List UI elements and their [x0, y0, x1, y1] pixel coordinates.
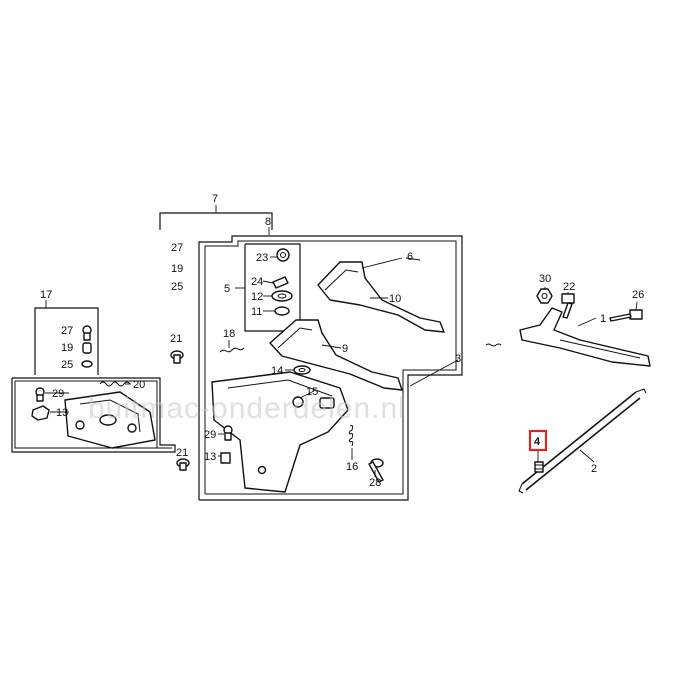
callout-21-center: 21: [176, 447, 188, 459]
spring-16: [348, 425, 354, 447]
spring-clip-19-left: [82, 342, 92, 354]
callout-26: 26: [632, 289, 644, 301]
pin-24: [272, 276, 289, 289]
callout-8: 8: [265, 216, 271, 228]
frame-assembly-17: [11, 377, 176, 453]
callout-1: 1: [600, 313, 606, 325]
washer-14: [293, 365, 311, 375]
callout-12: 12: [251, 291, 263, 303]
callout-7: 7: [212, 193, 218, 205]
lever-6: [317, 261, 445, 333]
clip-13-left: [31, 405, 50, 421]
callout-15: 15: [306, 386, 318, 398]
base-plate-17: [64, 391, 156, 449]
callout-16: 16: [346, 461, 358, 473]
screw-29-center: [223, 425, 233, 441]
callout-25-left: 25: [61, 359, 73, 371]
callout-labels: 7 8 27 19 25 23 24 12 11 5 6 10 9 14 15 …: [40, 193, 644, 489]
callout-25-top: 25: [171, 281, 183, 293]
clip-13-center: [220, 452, 231, 464]
callout-29-left: 29: [52, 388, 64, 400]
highlighted-callout-4: 4: [528, 429, 548, 452]
frame-assembly-8: [198, 235, 463, 501]
bracket-17: [34, 300, 99, 375]
callout-3: 3: [455, 353, 461, 365]
callout-27-top: 27: [171, 242, 183, 254]
washer-12: [271, 290, 293, 302]
bolt-26: [609, 309, 643, 322]
callout-6: 6: [407, 251, 413, 263]
callout-5: 5: [224, 283, 230, 295]
callout-4: 4: [534, 436, 541, 448]
callout-13-center: 13: [204, 451, 216, 463]
callout-22: 22: [563, 281, 575, 293]
bracket-7: [159, 205, 273, 230]
callout-24: 24: [251, 276, 263, 288]
callout-14: 14: [271, 365, 283, 377]
bolt-28: [368, 458, 384, 483]
callout-30: 30: [539, 273, 551, 285]
screw-27-left: [82, 325, 92, 341]
callout-28: 28: [369, 477, 381, 489]
callout-19-top: 19: [171, 263, 183, 275]
bolt-21-center: [176, 458, 190, 471]
callout-17: 17: [40, 289, 52, 301]
callout-10: 10: [389, 293, 401, 305]
spring-rod-3: [485, 343, 502, 347]
callout-18: 18: [223, 328, 235, 340]
watermark: buitmac-onderdelen.nl: [88, 392, 406, 425]
bolt-21-left: [170, 350, 184, 364]
bolt-22: [561, 293, 575, 319]
callout-20: 20: [133, 379, 145, 391]
highlight-box: [528, 429, 548, 452]
callout-29-center: 29: [204, 429, 216, 441]
washer-25-left: [81, 360, 93, 368]
callout-13-left: 13: [56, 407, 68, 419]
washer-11: [274, 306, 290, 316]
callout-11: 11: [251, 306, 262, 318]
lever-bracket-1: [519, 307, 651, 367]
callout-27-left: 27: [61, 325, 73, 337]
screw-29-left: [35, 387, 45, 402]
spring-18: [219, 347, 245, 353]
callout-2: 2: [591, 463, 597, 475]
spring-20: [99, 381, 131, 387]
spring-4: [534, 461, 544, 473]
callout-19-left: 19: [61, 342, 73, 354]
nut-23: [276, 248, 290, 262]
throttle-bracket-15: [211, 371, 349, 493]
callout-9: 9: [342, 343, 348, 355]
callout-21-left: 21: [170, 333, 182, 345]
leader-lines: [45, 227, 638, 477]
callout-23: 23: [256, 252, 268, 264]
lever-9: [269, 319, 403, 391]
nut-30: [536, 288, 553, 304]
